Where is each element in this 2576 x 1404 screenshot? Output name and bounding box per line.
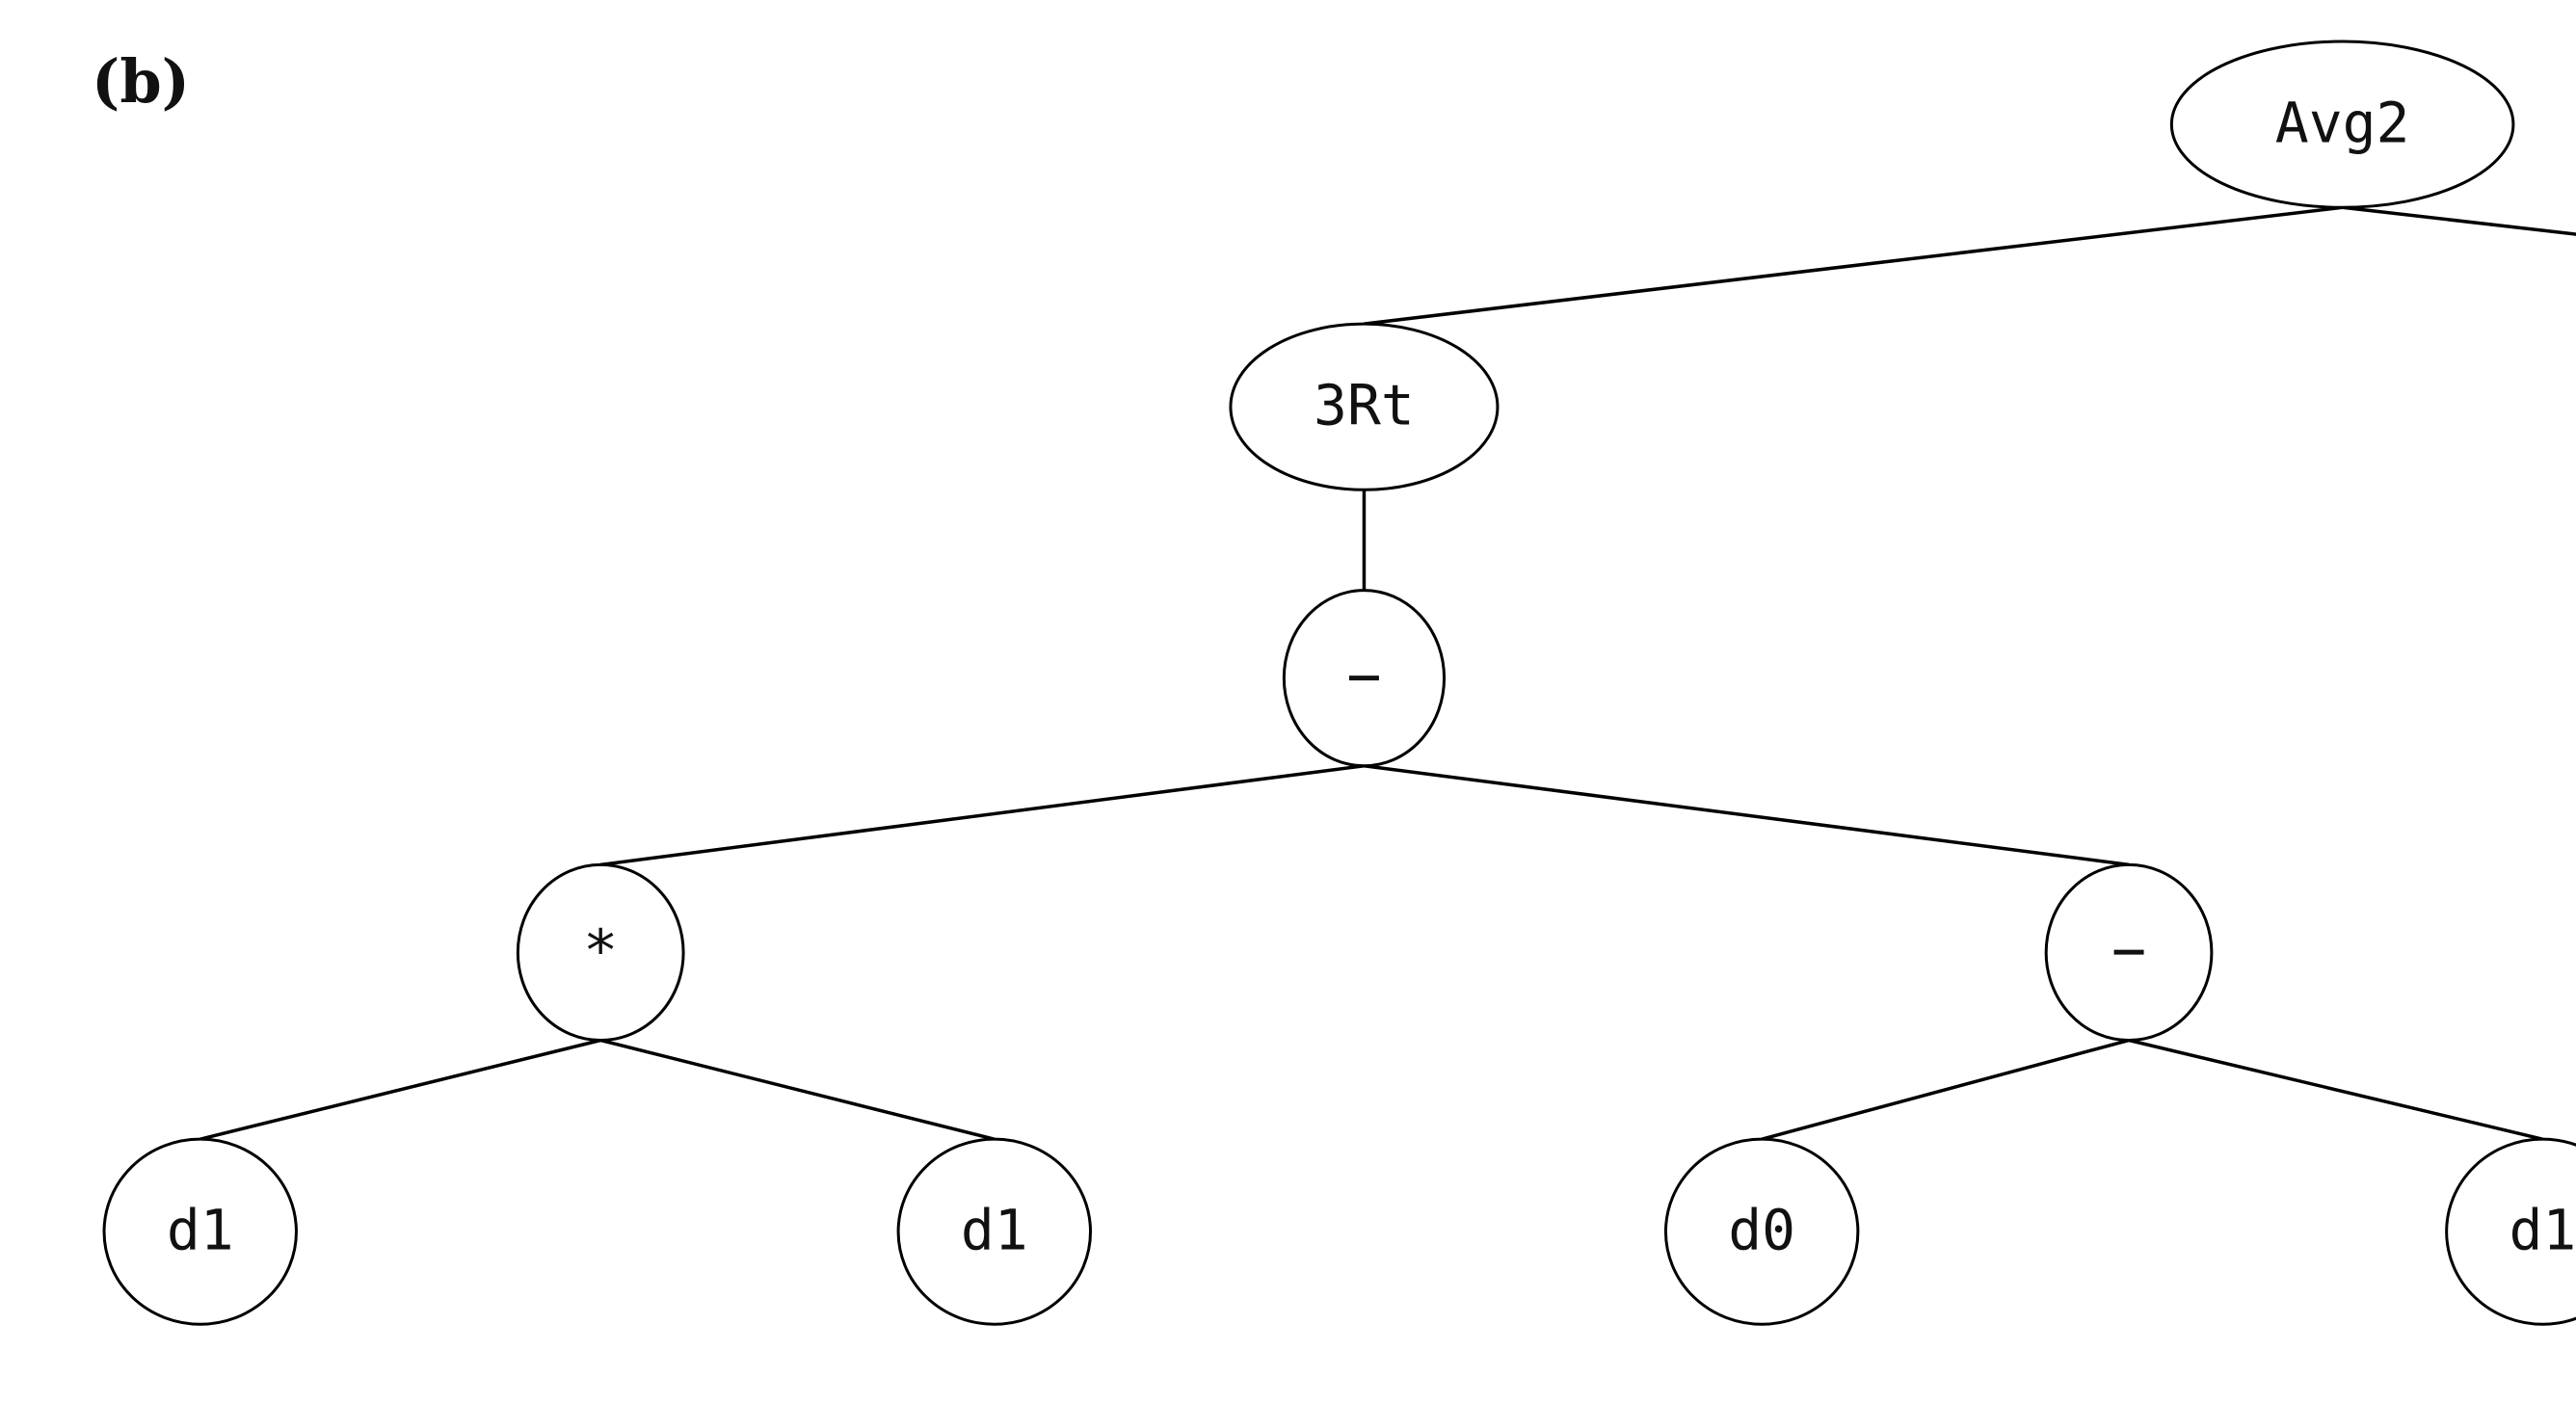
node-outline: [1282, 589, 1447, 768]
tree-edge: [1761, 1038, 2130, 1141]
tree-node-d1[interactable]: d1: [2445, 1137, 2576, 1326]
node-label: −: [2111, 917, 2146, 985]
tree-edge: [1364, 205, 2343, 326]
node-label: 3Rt: [1314, 372, 1415, 437]
node-outline: [2445, 1137, 2576, 1326]
nodes-layer: Avg23RtExp−3Rt*−d0d1d1d0d1: [102, 40, 2576, 1326]
node-label: d1: [961, 1197, 1028, 1262]
node-label: *: [583, 917, 618, 985]
node-outline: [2044, 862, 2214, 1043]
node-outline: [1229, 322, 1500, 491]
node-outline: [102, 1137, 298, 1326]
node-label: −: [1346, 643, 1381, 710]
tree-edge: [2128, 1038, 2543, 1141]
node-label: d1: [167, 1197, 234, 1262]
node-outline: [896, 1137, 1093, 1326]
tree-edge: [2342, 205, 2576, 236]
tree-node-d1[interactable]: d1: [102, 1137, 298, 1326]
panel-label: (b): [92, 46, 191, 117]
tree-node-avg2[interactable]: Avg2: [2169, 40, 2515, 209]
tree-node-minus[interactable]: −: [1282, 589, 1447, 768]
node-outline: [1663, 1137, 1860, 1326]
node-label: d0: [1728, 1197, 1795, 1262]
tree-edge: [600, 763, 1365, 867]
tree-node-d0[interactable]: d0: [1663, 1137, 1860, 1326]
tree-edge: [199, 1038, 601, 1141]
node-label: d1: [2509, 1197, 2576, 1262]
tree-edge: [1364, 763, 2130, 867]
tree-node-mul[interactable]: *: [516, 862, 685, 1043]
node-outline: [516, 862, 685, 1043]
node-outline: [2169, 40, 2515, 209]
node-label: Avg2: [2275, 90, 2410, 155]
tree-node-3rt[interactable]: 3Rt: [1229, 322, 1500, 491]
tree-node-d1[interactable]: d1: [896, 1137, 1093, 1326]
tree-edge: [599, 1038, 996, 1141]
edges-layer: [199, 205, 2576, 1141]
tree-node-minus[interactable]: −: [2044, 862, 2214, 1043]
